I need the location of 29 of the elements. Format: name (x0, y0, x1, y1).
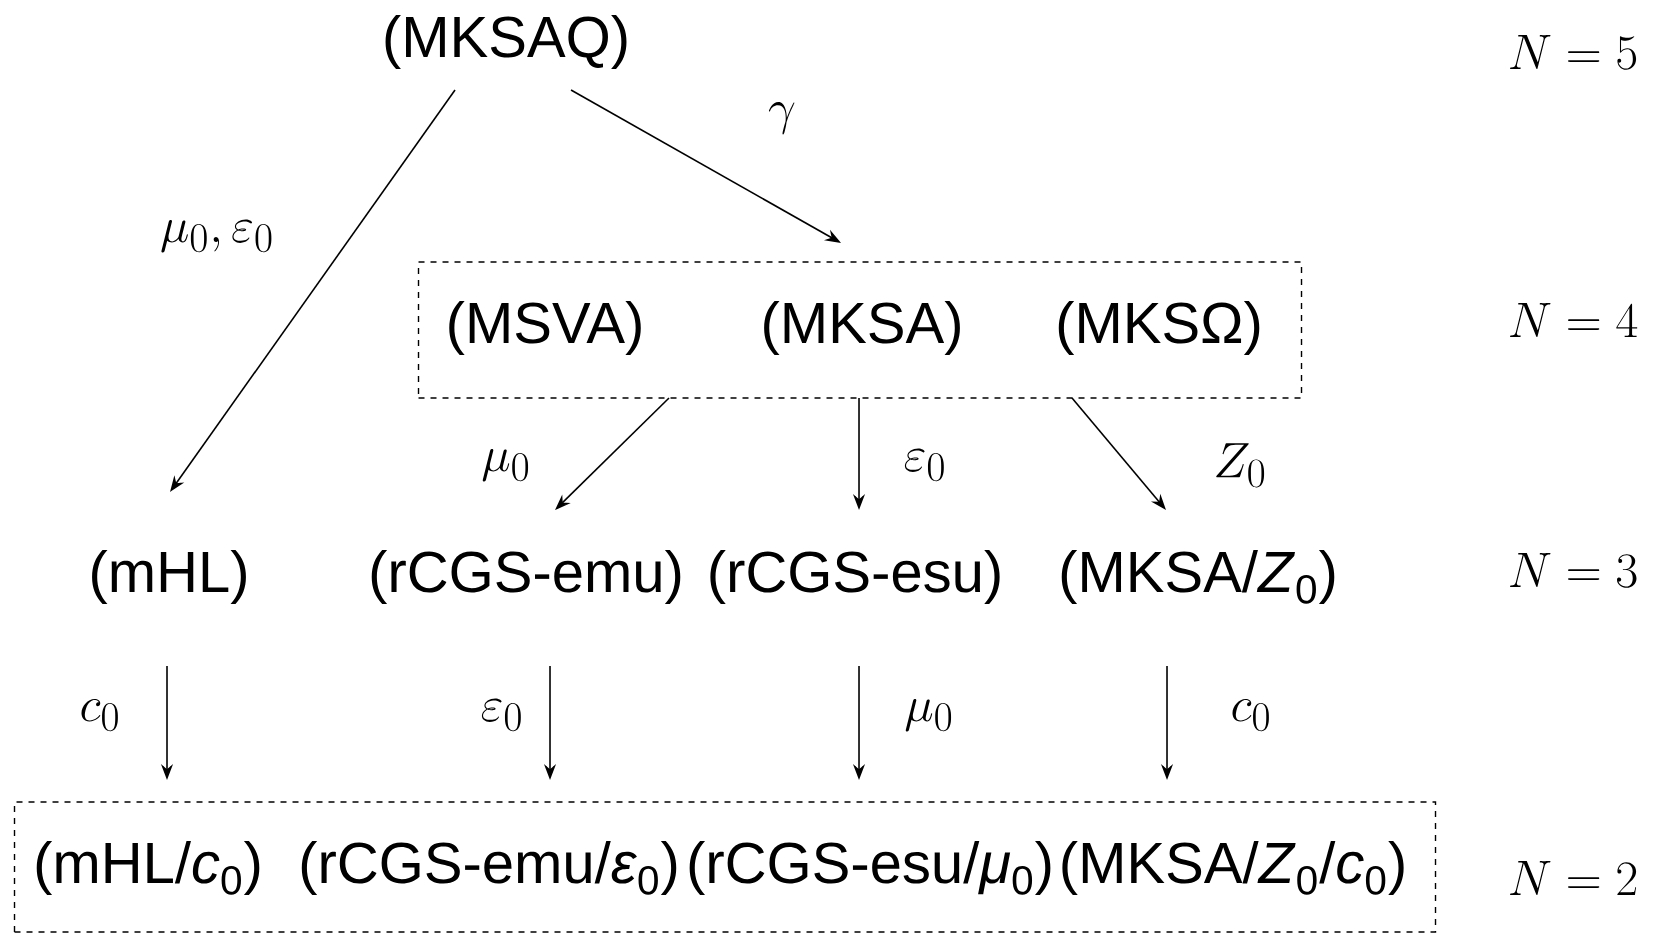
edge-label: $c_0$ (77, 697, 123, 733)
level-label: $N = 2$ (1510, 861, 1637, 895)
edge-label: $\gamma$ (766, 100, 798, 136)
unit-system-label: (mHL/c$_{0}$) (36, 841, 260, 896)
unit-system-label: (rCGS-esu/μ$_{0}$) (689, 841, 1051, 896)
unit-system-label: (mHL) (92, 550, 246, 605)
level-label: $N = 4$ (1510, 303, 1638, 337)
unit-system-label: (rCGS-emu) (371, 550, 681, 605)
edge-label: $Z_0$ (1211, 441, 1269, 489)
edge-label: $c_0$ (1228, 697, 1274, 733)
unit-system-label: (rCGS-emu/ε$_{0}$) (301, 841, 677, 896)
unit-system-label: (rCGS-esu) (710, 550, 1000, 605)
arrow (555, 397, 670, 510)
edge-label: $\varepsilon_0$ (478, 697, 526, 733)
unit-system-label: (MKSAQ) (385, 15, 627, 70)
edge-label: $\mu_0$ (479, 447, 533, 483)
unit-system-label: (MKSA) (764, 301, 960, 356)
unit-system-label: (MSVA) (449, 301, 641, 356)
edge-label: $\mu_0, \varepsilon_0$ (158, 218, 276, 254)
edge-label: $\varepsilon_0$ (901, 447, 949, 483)
level-label: $N = 5$ (1510, 35, 1637, 70)
dashed-group-box (417, 261, 1303, 399)
unit-system-label: (MKSA/Z$_{0}$) (1061, 550, 1335, 605)
level-label: $N = 3$ (1510, 553, 1637, 588)
edge-label: $\mu_0$ (902, 697, 956, 733)
unit-system-label: (MKSΩ) (1058, 301, 1260, 356)
dashed-group-box (13, 801, 1437, 933)
arrow (1071, 397, 1166, 510)
unit-system-label: (MKSA/Z$_{0}$/c$_{0}$) (1062, 841, 1404, 896)
